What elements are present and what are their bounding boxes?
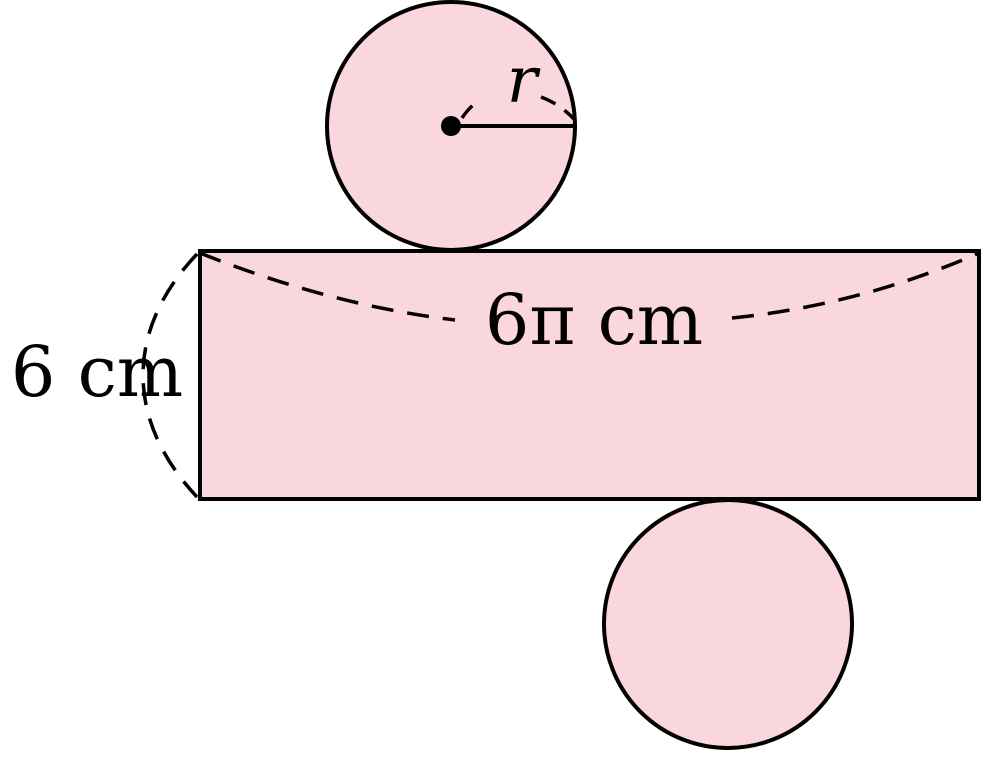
height-dashed-curve: [141, 252, 199, 499]
lateral-surface-rectangle: [198, 249, 981, 501]
circumference-dashed-curve-right: [731, 251, 980, 320]
radius-label: r: [507, 44, 541, 118]
radius-arc: [460, 95, 577, 122]
circumference-label: 6π cm: [485, 279, 703, 361]
bottom-base-circle: [602, 498, 854, 750]
center-point: [441, 116, 461, 136]
height-label: 6 cm: [11, 331, 183, 413]
circumference-dashed-curve: [199, 251, 456, 322]
